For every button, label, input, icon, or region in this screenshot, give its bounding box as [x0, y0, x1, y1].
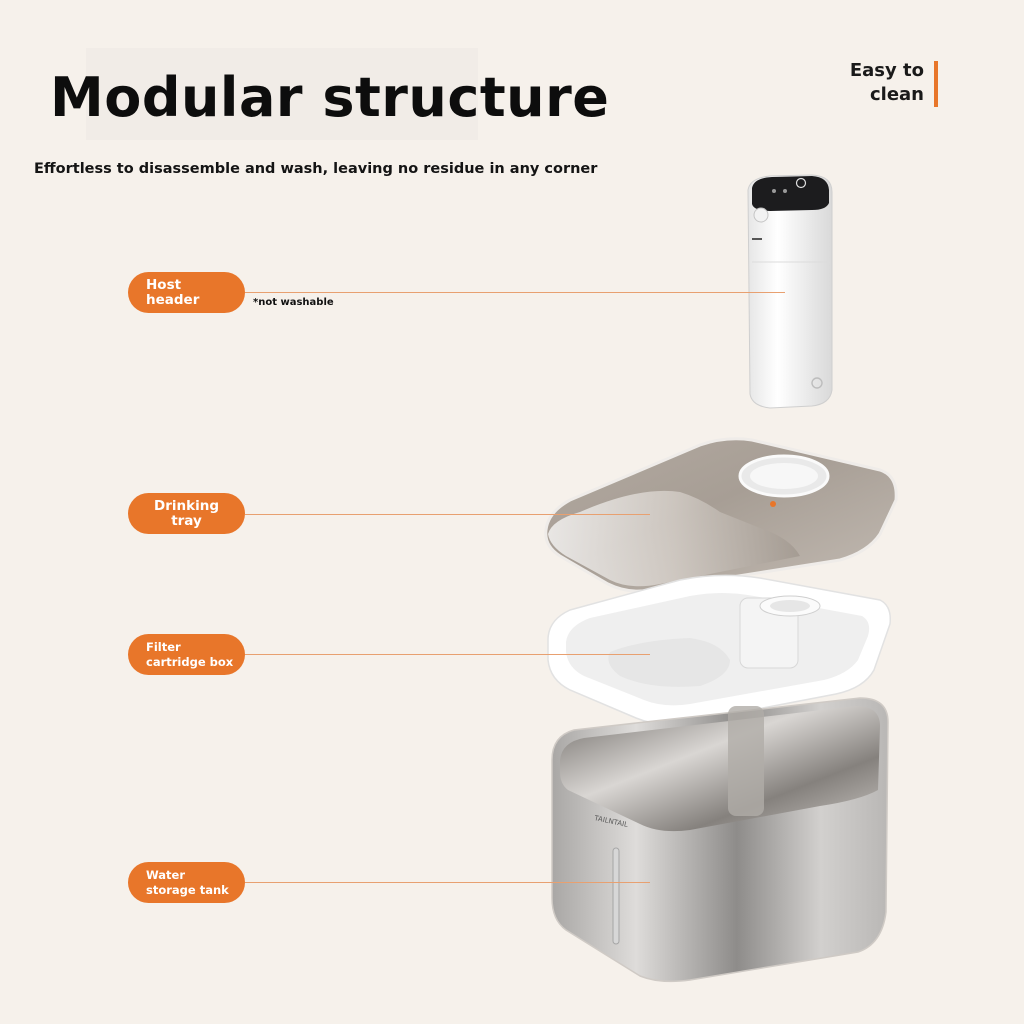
callout-filter-line2: cartridge box: [146, 655, 234, 669]
title-backdrop: [86, 48, 478, 140]
callout-water-storage-tank: Water storage tank: [128, 862, 245, 903]
callout-host-header-line1: Host: [146, 277, 182, 293]
badge-accent-bar: [934, 61, 938, 107]
drinking-tray-unit: [544, 437, 898, 593]
filter-cartridge-box-unit: [547, 574, 892, 725]
callout-water-line2: storage tank: [146, 883, 229, 897]
leader-line-filter-cartridge-box: [245, 654, 650, 655]
easy-to-clean-badge: Easy to clean: [850, 59, 924, 107]
leader-line-water-storage-tank: [245, 882, 650, 883]
badge-line-2: clean: [869, 84, 924, 105]
callout-drinking-tray: Drinking tray: [128, 493, 245, 534]
page-title: Modular structure: [50, 66, 610, 129]
page-subtitle: Effortless to disassemble and wash, leav…: [34, 161, 598, 177]
leader-line-drinking-tray: [245, 514, 650, 515]
callout-host-header-line2: header: [146, 292, 200, 308]
callout-water-line1: Water: [146, 868, 186, 882]
callout-drinking-tray-line1: Drinking: [154, 498, 219, 514]
callout-filter-cartridge-box: Filter cartridge box: [128, 634, 245, 675]
water-storage-tank-unit: TAILNTAIL: [551, 697, 889, 983]
leader-line-host-header: [245, 292, 785, 293]
not-washable-note: *not washable: [253, 297, 334, 308]
badge-line-1: Easy to: [849, 60, 924, 81]
callout-drinking-tray-line2: tray: [171, 513, 202, 529]
host-header-unit: [747, 174, 833, 409]
callout-filter-line1: Filter: [146, 640, 181, 654]
callout-host-header: Host header: [128, 272, 245, 313]
